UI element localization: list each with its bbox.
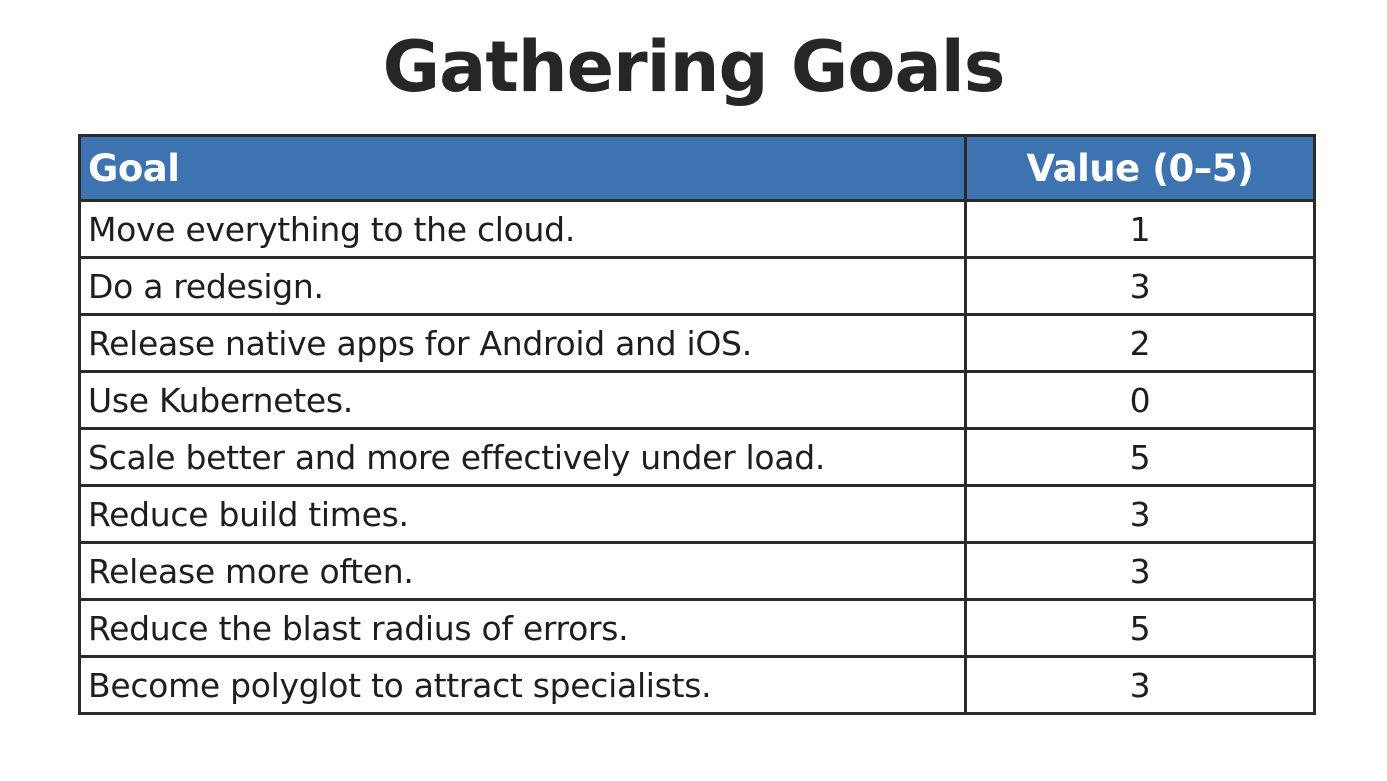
goal-cell: Reduce the blast radius of errors. [78, 598, 967, 658]
goal-cell: Scale better and more effectively under … [78, 427, 967, 487]
table-row: Do a redesign. 3 [78, 256, 1316, 316]
goals-table: Goal Value (0–5) Move everything to the … [78, 134, 1316, 715]
goal-cell: Use Kubernetes. [78, 370, 967, 430]
table-row: Release more often. 3 [78, 541, 1316, 601]
value-cell: 3 [964, 541, 1316, 601]
table-row: Become polyglot to attract specialists. … [78, 655, 1316, 715]
goal-cell: Become polyglot to attract specialists. [78, 655, 967, 715]
goal-cell: Release native apps for Android and iOS. [78, 313, 967, 373]
table-row: Scale better and more effectively under … [78, 427, 1316, 487]
value-cell: 3 [964, 256, 1316, 316]
goal-cell: Move everything to the cloud. [78, 199, 967, 259]
value-cell: 5 [964, 598, 1316, 658]
table-row: Move everything to the cloud. 1 [78, 199, 1316, 259]
goal-cell: Reduce build times. [78, 484, 967, 544]
table-row: Reduce build times. 3 [78, 484, 1316, 544]
value-cell: 1 [964, 199, 1316, 259]
table-row: Release native apps for Android and iOS.… [78, 313, 1316, 373]
table-row: Use Kubernetes. 0 [78, 370, 1316, 430]
column-header-goal: Goal [78, 134, 967, 202]
value-cell: 3 [964, 484, 1316, 544]
goal-cell: Release more often. [78, 541, 967, 601]
column-header-value: Value (0–5) [964, 134, 1316, 202]
value-cell: 0 [964, 370, 1316, 430]
table-header-row: Goal Value (0–5) [78, 134, 1316, 202]
value-cell: 2 [964, 313, 1316, 373]
value-cell: 3 [964, 655, 1316, 715]
table-row: Reduce the blast radius of errors. 5 [78, 598, 1316, 658]
slide-title: Gathering Goals [382, 26, 1006, 108]
goal-cell: Do a redesign. [78, 256, 967, 316]
value-cell: 5 [964, 427, 1316, 487]
